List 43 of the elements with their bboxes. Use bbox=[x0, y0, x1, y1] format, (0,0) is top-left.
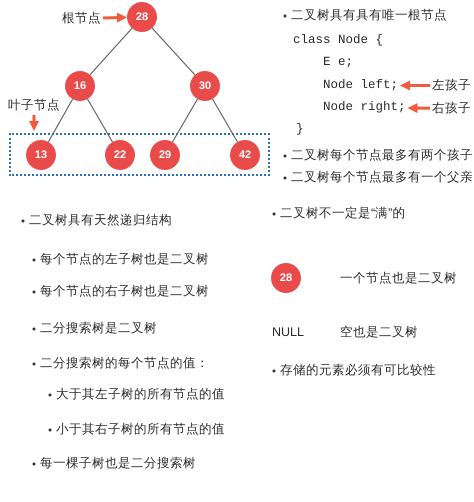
bullet-text: 二叉树不一定是“满”的 bbox=[271, 206, 406, 221]
text-label: 空也是二叉树 bbox=[340, 325, 418, 340]
node-circle: 29 bbox=[150, 140, 180, 170]
bullet-text: 大于其左子树的所有节点的值 bbox=[47, 387, 225, 402]
node-circle: 16 bbox=[65, 71, 95, 101]
connector-line bbox=[87, 98, 113, 142]
connector-line bbox=[152, 28, 196, 76]
node-circle: 30 bbox=[190, 71, 220, 101]
bullet-text: 二叉树每个节点最多有两个孩子 bbox=[282, 148, 473, 163]
dotted-frame bbox=[9, 133, 270, 176]
caption-text: 一个节点也是二叉树 bbox=[340, 270, 457, 286]
bullet-text: 二叉树每个节点最多有一个父亲 bbox=[282, 170, 473, 185]
annotation-label: 叶子节点 bbox=[8, 98, 60, 113]
bullet-text: 每一棵子树也是二分搜索树 bbox=[31, 456, 196, 471]
arrow bbox=[29, 115, 39, 131]
code-line: class Node { bbox=[293, 33, 384, 48]
arrow bbox=[102, 12, 127, 23]
arrow bbox=[408, 103, 430, 114]
bullet-text: 小于其右子树的所有节点的值 bbox=[47, 422, 225, 437]
code-line: Node left; bbox=[323, 78, 398, 93]
connector-line bbox=[90, 28, 132, 76]
connector-line bbox=[212, 98, 238, 142]
bullet-text: 存储的元素必须有可比较性 bbox=[271, 363, 436, 378]
annotation-label: 左孩子 bbox=[432, 78, 471, 93]
bullet-text: 二叉树具有具有唯一根节点 bbox=[282, 8, 447, 23]
node-circle: 13 bbox=[26, 140, 56, 170]
bullet-text: 二叉树具有天然递归结构 bbox=[20, 213, 172, 228]
annotation-label: 根节点 bbox=[62, 11, 101, 26]
bullet-text: 每个节点的左子树也是二叉树 bbox=[31, 252, 209, 267]
code-line: E e; bbox=[323, 55, 354, 70]
code-line: Node right; bbox=[323, 100, 406, 115]
node-circle: 42 bbox=[230, 140, 260, 170]
code-line: } bbox=[296, 122, 304, 137]
connector-line bbox=[48, 98, 74, 142]
bullet-text: 二分搜索树是二叉树 bbox=[31, 321, 157, 336]
connector-line bbox=[172, 98, 198, 142]
arrow bbox=[400, 80, 430, 90]
node-circle: 22 bbox=[105, 140, 135, 170]
node-circle: 28 bbox=[127, 2, 157, 32]
annotation-label: 右孩子 bbox=[432, 101, 471, 116]
text-label: NULL bbox=[272, 325, 304, 340]
node-circle: 28 bbox=[271, 263, 301, 293]
bullet-text: 每个节点的右子树也是二叉树 bbox=[31, 284, 209, 299]
